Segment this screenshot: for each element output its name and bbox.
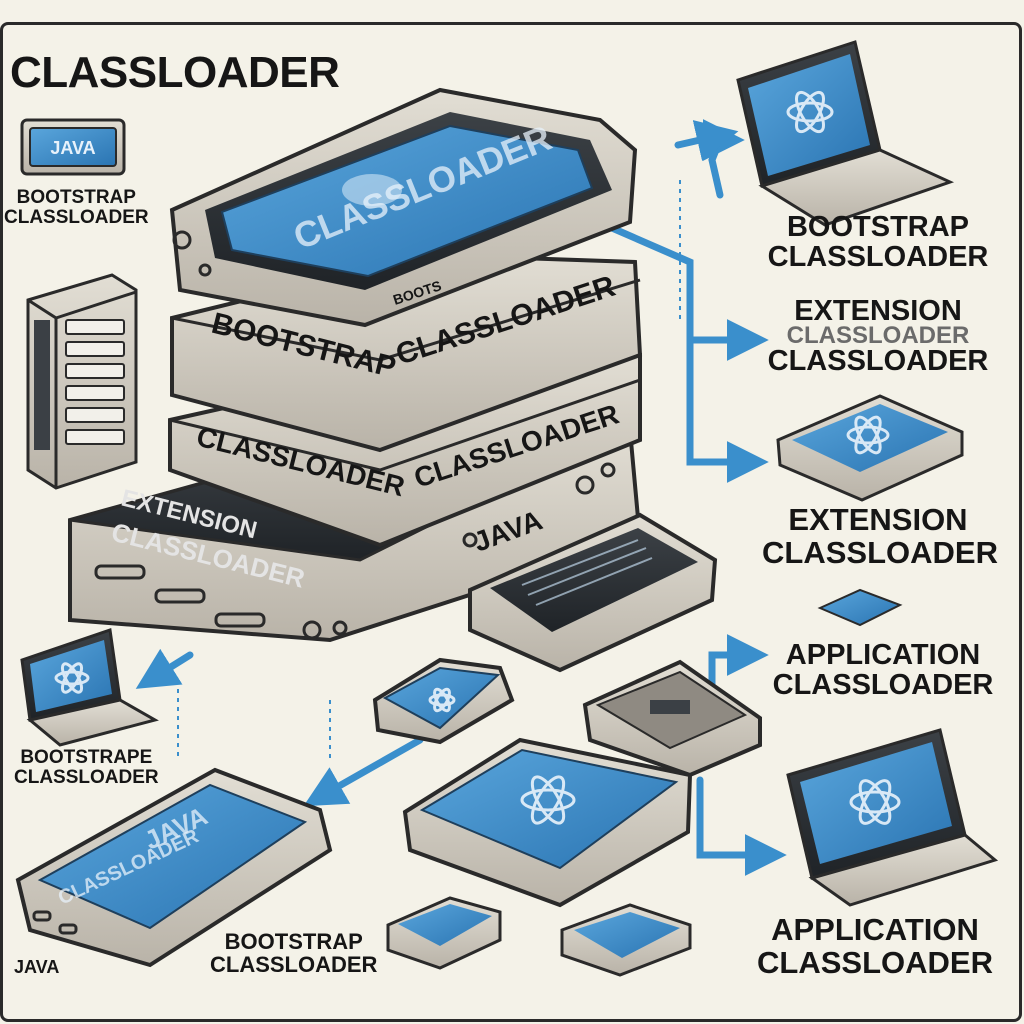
left-bootstrap-line1: BOOTSTRAP	[16, 187, 136, 208]
center-dark-device	[468, 512, 718, 673]
right-label-application-2: APPLICATION CLASSLOADER	[752, 912, 998, 980]
dashed-guides	[177, 180, 681, 760]
center-bottom-tablet	[402, 737, 693, 908]
bottom-left-java-label: JAVA	[14, 957, 60, 977]
server-tower-icon	[26, 273, 138, 490]
right-label-3-line1: EXTENSION	[788, 502, 968, 537]
right-small-tile	[817, 588, 903, 627]
arrow-top-right	[674, 120, 739, 162]
right-label-3-line2: CLASSLOADER	[762, 534, 998, 570]
right-label-extension-1: EXTENSION CLASSLOADER CLASSLOADER	[762, 295, 994, 377]
right-label-2-line3: CLASSLOADER	[767, 344, 989, 377]
arrow-to-application	[708, 634, 769, 699]
bottom-center-bootstrap-label: BOOTSTRAP CLASSLOADER	[210, 930, 377, 976]
bottom-left-line2: CLASSLOADER	[14, 766, 159, 788]
right-label-5-line2: CLASSLOADER	[757, 944, 993, 980]
stack-top-tablet	[169, 87, 638, 328]
java-badge: JAVA	[20, 118, 126, 176]
bottom-small-tile	[386, 896, 502, 970]
right-label-5-line1: APPLICATION	[771, 912, 979, 947]
arrow-to-bootstrap	[702, 119, 745, 199]
left-small-laptop	[20, 627, 159, 747]
bottom-left-phone	[15, 767, 333, 968]
right-label-2-line2: CLASSLOADER	[786, 322, 970, 350]
bottom-left-bootstrape-label: BOOTSTRAPE CLASSLOADER	[14, 748, 159, 788]
page-title: CLASSLOADER	[10, 48, 340, 97]
right-top-laptop	[736, 40, 955, 227]
small-blue-box	[372, 657, 515, 745]
atom-icons	[54, 90, 901, 825]
connector-arrows	[135, 119, 787, 876]
right-label-extension-2: EXTENSION CLASSLOADER	[762, 502, 998, 570]
right-label-1-line1: BOOTSTRAP	[786, 211, 970, 243]
bottom-left-line1: BOOTSTRAPE	[20, 747, 153, 768]
right-label-1-line2: CLASSLOADER	[767, 241, 989, 274]
arrow-to-application-2	[696, 776, 787, 876]
java-badge-text: JAVA	[50, 138, 95, 158]
bottom-small-box	[560, 903, 692, 977]
right-label-4-line1: APPLICATION	[785, 639, 981, 671]
left-bootstrap-line2: CLASSLOADER	[4, 206, 149, 228]
arrow-to-extension-2	[686, 336, 769, 483]
right-label-bootstrap: BOOTSTRAP CLASSLOADER	[762, 212, 994, 273]
left-bootstrap-label: BOOTSTRAP CLASSLOADER	[4, 188, 149, 228]
right-bottom-laptop	[786, 728, 999, 907]
right-label-application-1: APPLICATION CLASSLOADER	[762, 640, 1004, 701]
arrow-to-bottom-phone	[303, 736, 424, 807]
right-label-2-line1: EXTENSION	[794, 295, 962, 327]
diagram-frame	[0, 22, 1022, 1022]
central-modem-device	[582, 659, 762, 778]
bottom-center-line2: CLASSLOADER	[210, 952, 378, 978]
bottom-center-line1: BOOTSTRAP	[224, 929, 363, 954]
right-label-4-line2: CLASSLOADER	[772, 669, 994, 702]
arrow-to-extension	[608, 224, 769, 361]
arrow-to-small-laptop	[135, 648, 194, 689]
